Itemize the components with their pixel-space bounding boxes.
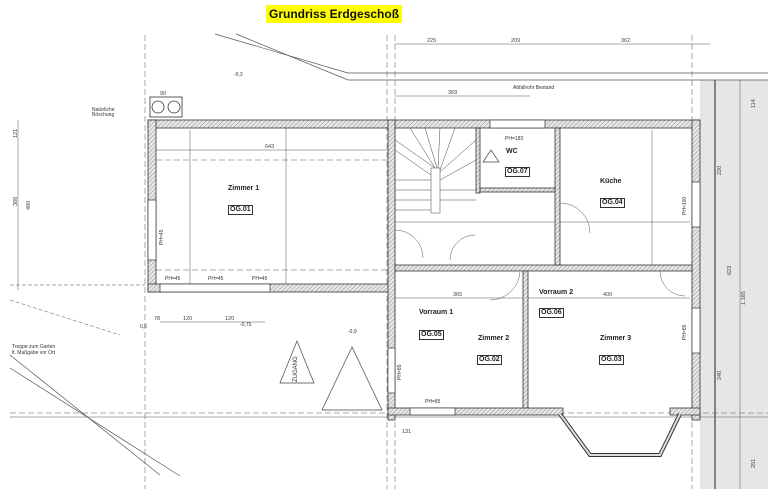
dimension: 1.185 — [741, 291, 747, 305]
dimension: 388 — [13, 196, 19, 206]
stairs-note-line-1: Treppe zum Garten — [12, 344, 56, 350]
dimension: 120 — [183, 316, 193, 322]
pipe-note: Abfallrohr Bestand — [513, 85, 555, 91]
room-code-zimmer-3: OG.03 — [599, 355, 624, 365]
dimension: 251 — [751, 458, 757, 468]
entrance-label: ZUGANG — [293, 356, 299, 382]
slope-note: Natürliche Böschung — [92, 107, 115, 118]
dimension: 400 — [603, 292, 613, 298]
room-label-wc: WC — [506, 148, 518, 155]
room-label-zimmer-1: Zimmer 1 — [228, 185, 260, 192]
dimension: 643 — [265, 144, 275, 150]
level-mark: -0,75 — [240, 322, 252, 328]
room-label-zimmer-2: Zimmer 2 — [478, 335, 510, 342]
room-code-vorraum-2: OG.06 — [539, 308, 564, 318]
parapet-label: PH=100 — [682, 196, 688, 215]
dimension: 362 — [621, 38, 631, 44]
dimension: 220 — [717, 165, 723, 175]
room-label-kueche: Küche — [600, 178, 622, 185]
windows — [147, 119, 701, 416]
dimension: 131 — [402, 429, 412, 435]
room-label-vorraum-2: Vorraum 2 — [539, 289, 574, 296]
dimension: 225 — [427, 38, 437, 44]
parapet-label: PH=85 — [682, 324, 688, 340]
door-swings — [394, 202, 686, 301]
dimension: 121 — [13, 128, 19, 138]
parapet-label: PH=183 — [505, 136, 524, 142]
plan-title: Grundriss Erdgeschoß — [266, 5, 403, 23]
level-mark: -0,3 — [234, 72, 243, 78]
dimension: 240 — [717, 370, 723, 380]
dimension: 480 — [26, 200, 32, 210]
parapet-label: PH=45 — [252, 276, 268, 282]
staircase — [394, 127, 477, 214]
room-code-wc: OG.07 — [505, 167, 530, 177]
slope-lines — [9, 33, 768, 477]
room-code-zimmer-1: OG.01 — [228, 205, 253, 215]
parapet-label: PH=85 — [425, 399, 441, 405]
level-mark: -0,9 — [348, 329, 357, 335]
parapet-label: PH=45 — [208, 276, 224, 282]
parapet-label: PH=85 — [397, 364, 403, 380]
parapet-label: PH=45 — [159, 229, 165, 245]
room-code-zimmer-2: OG.02 — [477, 355, 502, 365]
dimension: 120 — [225, 316, 235, 322]
room-label-vorraum-1: Vorraum 1 — [419, 309, 454, 316]
dimension: 369 — [448, 90, 458, 96]
level-mark: 0,6 — [140, 324, 147, 330]
room-code-kueche: OG.04 — [600, 198, 625, 208]
dimension: 365 — [453, 292, 463, 298]
dimension: 623 — [727, 265, 733, 275]
dimension: 114 — [751, 99, 757, 108]
room-label-zimmer-3: Zimmer 3 — [600, 335, 632, 342]
neighbor-area — [700, 80, 768, 489]
parapet-label: PH=45 — [165, 276, 181, 282]
room-code-vorraum-1: OG.05 — [419, 330, 444, 340]
dimension: 78 — [154, 316, 161, 322]
stairs-note-line-2: lt. Maßgabe vor Ort — [12, 350, 56, 356]
dimension: 209 — [511, 38, 521, 44]
dimension: 90 — [160, 91, 167, 97]
entrance-arrows — [279, 149, 500, 411]
shafts — [149, 96, 183, 118]
